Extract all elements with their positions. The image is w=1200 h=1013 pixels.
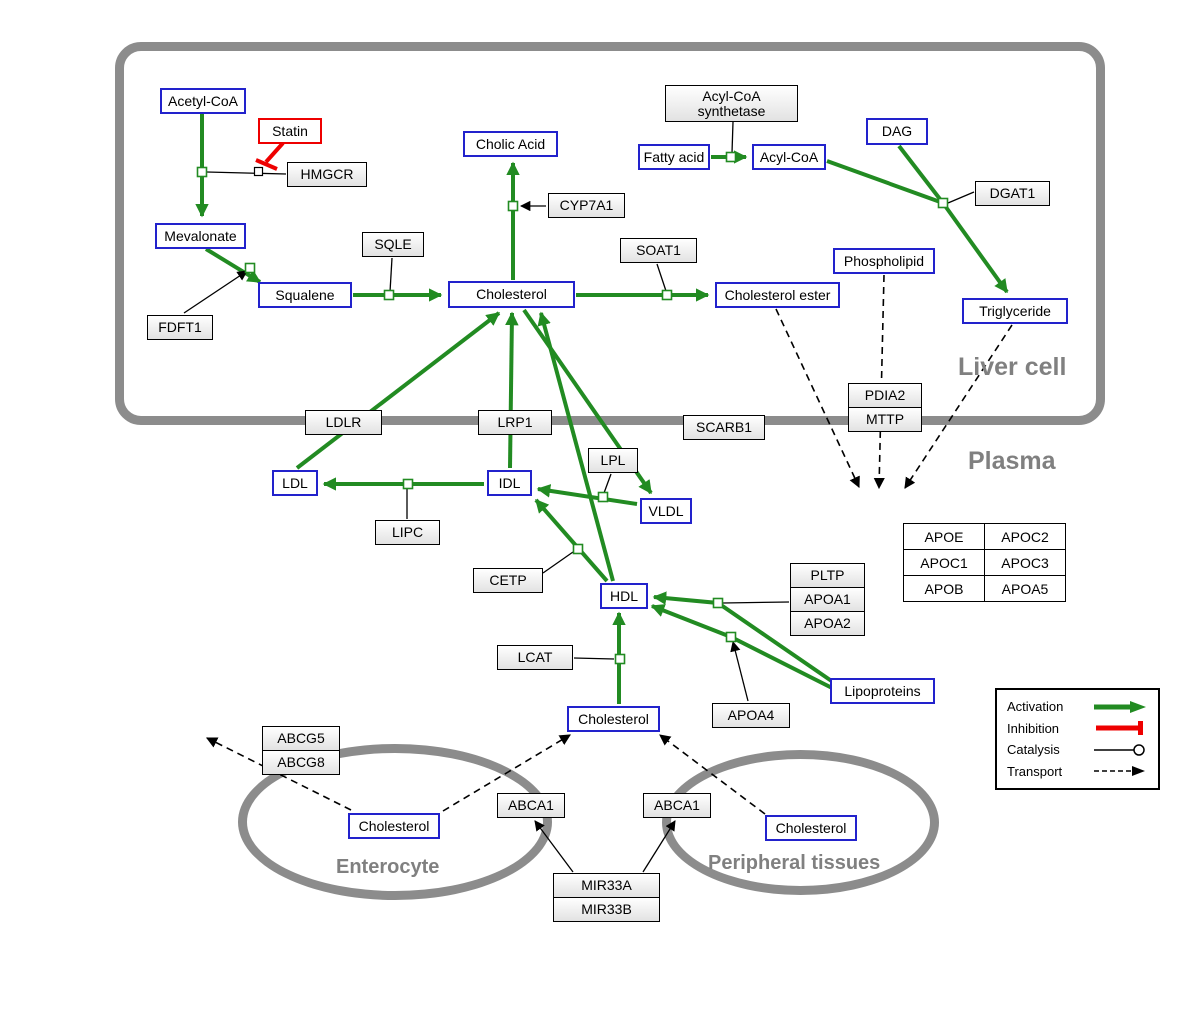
edge-vldl-idl [536, 484, 638, 506]
node-sqle[interactable]: SQLE [362, 232, 424, 257]
enterocyte-label: Enterocyte [336, 856, 440, 878]
node-cholesterol-enterocyte[interactable]: Cholesterol [348, 813, 440, 839]
node-ldlr[interactable]: LDLR [305, 410, 382, 435]
node-acetyl-coa[interactable]: Acetyl-CoA [160, 88, 246, 114]
node-soat1[interactable]: SOAT1 [620, 238, 697, 263]
node-cyp7a1[interactable]: CYP7A1 [548, 193, 625, 218]
legend-transport-label: Transport [1007, 763, 1063, 779]
node-dag[interactable]: DAG [866, 118, 928, 145]
anchor-pltp [712, 597, 724, 609]
apo-cell-apoc3[interactable]: APOC3 [985, 550, 1065, 575]
node-apoa4[interactable]: APOA4 [712, 703, 790, 728]
anchor-apoa4 [725, 631, 737, 643]
node-mir33b[interactable]: MIR33B [553, 897, 660, 922]
anchor-lpl [597, 491, 609, 503]
apo-cell-apob[interactable]: APOB [904, 576, 984, 601]
node-hmgcr[interactable]: HMGCR [287, 162, 367, 187]
node-cetp[interactable]: CETP [473, 568, 543, 593]
node-dgat1[interactable]: DGAT1 [975, 181, 1050, 206]
liver-cell-label: Liver cell [958, 353, 1067, 381]
node-ldl[interactable]: LDL [272, 470, 318, 496]
apolipoprotein-table: APOE APOC2 APOC1 APOC3 APOB APOA5 [903, 523, 1066, 602]
legend-row-catalysis: Catalysis [1007, 739, 1148, 761]
edge-hdl-idl [534, 498, 609, 583]
legend-row-inhibition: Inhibition [1007, 718, 1148, 740]
transport-dashed-arrow-icon [1094, 766, 1145, 777]
node-mir33a[interactable]: MIR33A [553, 873, 660, 898]
node-pdia2[interactable]: PDIA2 [848, 383, 922, 408]
catalysis-circle-icon [1094, 744, 1145, 756]
node-fatty-acid[interactable]: Fatty acid [638, 144, 710, 170]
apo-cell-apoc2[interactable]: APOC2 [985, 524, 1065, 549]
catalysis-lcat [573, 657, 615, 660]
activation-arrow-icon [1094, 700, 1146, 713]
node-acyl-coa[interactable]: Acyl-CoA [752, 144, 826, 170]
node-hdl[interactable]: HDL [600, 583, 648, 609]
catalysis-pltp-apoa [722, 601, 790, 604]
node-lipc[interactable]: LIPC [375, 520, 440, 545]
node-cholesterol-ester[interactable]: Cholesterol ester [715, 282, 840, 308]
catalysis-apoa4 [730, 640, 749, 702]
node-apoa2[interactable]: APOA2 [790, 611, 865, 636]
node-triglyceride[interactable]: Triglyceride [962, 298, 1068, 324]
apo-cell-apoc1[interactable]: APOC1 [904, 550, 984, 575]
legend-row-activation: Activation [1007, 696, 1148, 718]
catalysis-lpl [603, 473, 612, 494]
legend: Activation Inhibition Catalysis Transpor… [995, 688, 1160, 790]
plasma-label: Plasma [968, 447, 1056, 475]
node-cholesterol-liver[interactable]: Cholesterol [448, 281, 575, 308]
node-lrp1[interactable]: LRP1 [478, 410, 552, 435]
node-mevalonate[interactable]: Mevalonate [155, 223, 246, 249]
peripheral-tissues-label: Peripheral tissues [708, 852, 881, 874]
node-scarb1[interactable]: SCARB1 [683, 415, 765, 440]
node-vldl[interactable]: VLDL [640, 498, 692, 524]
node-cholesterol-plasma[interactable]: Cholesterol [567, 706, 660, 732]
liver-cell-compartment [115, 42, 1105, 425]
anchor-cetp [572, 543, 584, 555]
legend-inhibition-label: Inhibition [1007, 720, 1060, 736]
anchor-lipc [402, 478, 414, 490]
apo-cell-apoe[interactable]: APOE [904, 524, 984, 549]
node-statin[interactable]: Statin [258, 118, 322, 144]
node-mttp[interactable]: MTTP [848, 407, 922, 432]
inhibition-tbar-icon [1096, 721, 1143, 736]
node-lpl[interactable]: LPL [588, 448, 638, 473]
node-phospholipid[interactable]: Phospholipid [833, 248, 935, 274]
node-abca1-peripheral[interactable]: ABCA1 [643, 793, 711, 818]
anchor-lcat [614, 653, 626, 665]
node-lipoproteins[interactable]: Lipoproteins [830, 678, 935, 704]
node-cholic-acid[interactable]: Cholic Acid [463, 131, 558, 157]
node-cholesterol-peripheral[interactable]: Cholesterol [765, 815, 857, 841]
node-abcg8[interactable]: ABCG8 [262, 750, 340, 775]
node-squalene[interactable]: Squalene [258, 282, 352, 308]
node-acyl-coa-synthetase[interactable]: Acyl-CoA synthetase [665, 85, 798, 122]
node-abcg5[interactable]: ABCG5 [262, 726, 340, 751]
node-idl[interactable]: IDL [487, 470, 532, 496]
node-pltp[interactable]: PLTP [790, 563, 865, 588]
node-apoa1[interactable]: APOA1 [790, 587, 865, 612]
node-lcat[interactable]: LCAT [497, 645, 573, 670]
node-abca1-enterocyte[interactable]: ABCA1 [497, 793, 565, 818]
legend-row-transport: Transport [1007, 761, 1148, 783]
legend-activation-label: Activation [1007, 699, 1064, 715]
legend-catalysis-label: Catalysis [1007, 742, 1060, 758]
apo-cell-apoa5[interactable]: APOA5 [985, 576, 1065, 601]
node-fdft1[interactable]: FDFT1 [147, 315, 213, 340]
catalysis-cetp [542, 551, 574, 574]
